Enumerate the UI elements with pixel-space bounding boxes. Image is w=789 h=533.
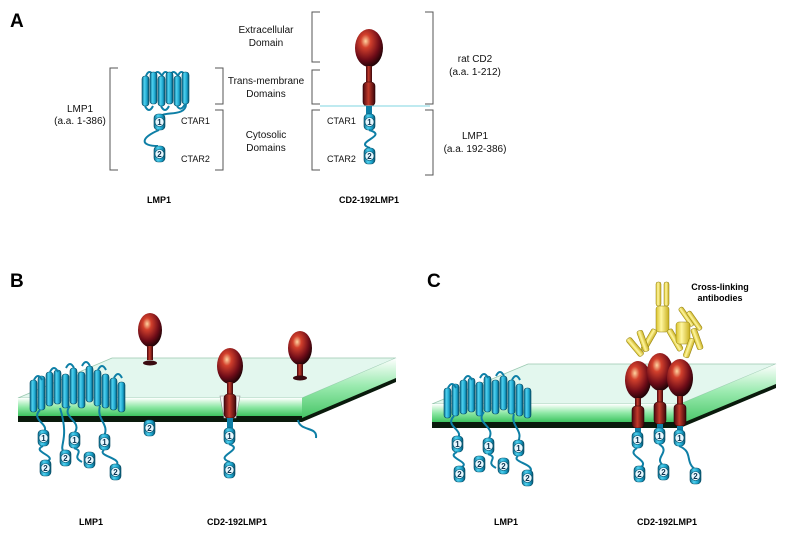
tm-right-bracket	[311, 69, 320, 105]
transmembrane-label-2: Domains	[246, 89, 285, 100]
cyto-left-bracket	[215, 109, 224, 171]
transmembrane-label-1: Trans-membrane	[228, 76, 305, 87]
panel-b-letter: B	[10, 271, 24, 292]
tm-left-bracket	[215, 67, 224, 105]
ratcd2-label-2: (a.a. 1-212)	[449, 67, 501, 78]
c-lmp1-motif-1a: 1	[455, 440, 460, 449]
c-lmp1-motif-1c: 1	[516, 444, 521, 453]
panel-a-caption-cd2: CD2-192LMP1	[339, 195, 399, 205]
lmp1-tail-label-1: LMP1	[462, 131, 489, 142]
c-cd2-motif-2c: 2	[693, 472, 698, 481]
panel-c-letter: C	[427, 271, 441, 292]
b-lmp1-motif-1b: 1	[72, 436, 77, 445]
extracellular-label-1: Extracellular	[238, 25, 294, 36]
cytosolic-label-1: Cytosolic	[246, 130, 287, 141]
c-lmp1-motif-2b: 2	[501, 462, 506, 471]
lmp1-a-motif-1: 1	[157, 118, 162, 127]
panel-c-caption-cd2: CD2-192LMP1	[637, 517, 697, 527]
cd2-molecule-b1	[138, 313, 162, 366]
b-cd2-motif-2: 2	[227, 466, 232, 475]
c-lmp1-motif-2d: 2	[525, 474, 530, 483]
ratcd2-label-1: rat CD2	[458, 54, 493, 65]
panel-a: A LMP1 (a.a. 1-386) 1 2 CTAR1 CTAR2	[10, 11, 506, 205]
panel-c: C Cross-linking antibodies	[427, 271, 777, 527]
extracellular-label-2: Domain	[249, 38, 283, 49]
c-lmp1-motif-2c: 2	[457, 470, 462, 479]
panel-b-caption-lmp1: LMP1	[79, 517, 103, 527]
lmp1-tail-bracket	[425, 109, 434, 176]
lmp1-tails-c: 1 1 1 2 2 2 2	[451, 435, 534, 487]
c-cd2-motif-1a: 1	[635, 436, 640, 445]
crosslinking-antibodies	[626, 281, 704, 359]
cd2-a-motif-1: 1	[367, 118, 372, 127]
ctar2-right: CTAR2	[327, 154, 356, 164]
cd2-192lmp1-molecule-a: 1 2	[320, 29, 430, 165]
extra-right-bracket	[311, 11, 320, 63]
lmp1-tails-b: 1 1 1 2 2 2 2 2	[37, 419, 156, 481]
c-lmp1-motif-2a: 2	[477, 460, 482, 469]
panel-b-caption-cd2: CD2-192LMP1	[207, 517, 267, 527]
b-lmp1-motif-1a: 1	[41, 434, 46, 443]
lmp1-molecule-a: 1 2	[141, 71, 190, 163]
b-lmp1-motif-2e: 2	[147, 424, 152, 433]
lmp1-label-line1: LMP1	[67, 104, 94, 115]
cd2-molecule-b3	[288, 331, 318, 439]
c-lmp1-motif-1b: 1	[486, 442, 491, 451]
b-cd2-motif-1: 1	[227, 432, 232, 441]
lmp1-tail-label-2: (a.a. 192-386)	[444, 144, 507, 155]
ratcd2-bracket	[425, 11, 434, 105]
ctar1-left: CTAR1	[181, 116, 210, 126]
b-lmp1-motif-2a: 2	[63, 454, 68, 463]
b-lmp1-motif-2b: 2	[87, 456, 92, 465]
panel-a-caption-lmp1: LMP1	[147, 195, 171, 205]
cyto-right-bracket	[311, 109, 320, 171]
antibody-label-1: Cross-linking	[691, 282, 749, 292]
ctar1-right: CTAR1	[327, 116, 356, 126]
ctar2-left: CTAR2	[181, 154, 210, 164]
lmp1-label-line2: (a.a. 1-386)	[54, 116, 106, 127]
c-cd2-motif-2b: 2	[661, 468, 666, 477]
b-lmp1-motif-1c: 1	[102, 438, 107, 447]
panel-c-caption-lmp1: LMP1	[494, 517, 518, 527]
lmp1-cluster-c	[443, 371, 532, 443]
panel-b: B 1	[10, 271, 397, 527]
c-cd2-motif-2a: 2	[637, 470, 642, 479]
panel-a-letter: A	[10, 11, 24, 32]
antibody-label-2: antibodies	[697, 293, 742, 303]
lmp1-cluster-b	[29, 361, 126, 453]
cd2-cluster-c: 1 1 1 2 2 2	[625, 353, 702, 485]
lmp1-bracket	[109, 67, 118, 171]
lmp1-a-motif-2: 2	[157, 150, 162, 159]
b-lmp1-motif-2c: 2	[43, 464, 48, 473]
c-cd2-motif-1b: 1	[657, 432, 662, 441]
b-lmp1-motif-2d: 2	[113, 468, 118, 477]
c-cd2-motif-1c: 1	[677, 434, 682, 443]
cd2-molecule-b2: 1 2	[217, 348, 243, 479]
cd2-a-motif-2: 2	[367, 152, 372, 161]
cytosolic-label-2: Domains	[246, 143, 285, 154]
